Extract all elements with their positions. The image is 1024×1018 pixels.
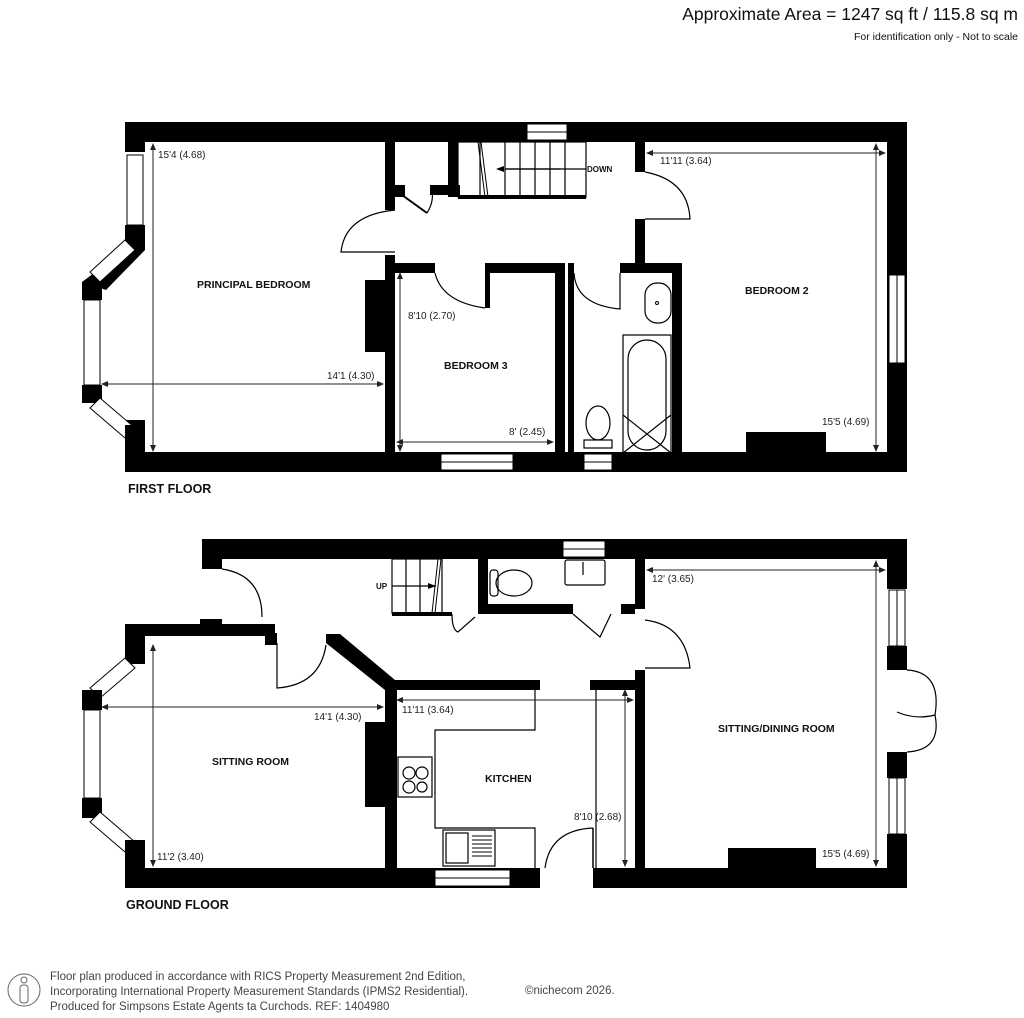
bedroom-3-label: BEDROOM 3: [444, 360, 508, 372]
copyright: ©nichecom 2026.: [525, 985, 615, 997]
bedroom-3-width: 8' (2.45): [509, 427, 545, 438]
footer-line-3: Produced for Simpsons Estate Agents ta C…: [50, 1001, 390, 1013]
approximate-area: Approximate Area = 1247 sq ft / 115.8 sq…: [682, 4, 1018, 24]
sitting-room-width: 14'1 (4.30): [314, 712, 362, 723]
stairs-up-label: UP: [376, 582, 388, 591]
footer-line-2: Incorporating International Property Mea…: [50, 986, 469, 998]
scale-note: For identification only - Not to scale: [854, 31, 1018, 43]
person-icon: [7, 973, 41, 1007]
kitchen-width: 11'11 (3.64): [402, 705, 454, 716]
principal-bedroom-length: 15'4 (4.68): [158, 150, 206, 161]
principal-bedroom-label: PRINCIPAL BEDROOM: [197, 279, 311, 291]
bedroom-2-length: 15'5 (4.69): [822, 417, 870, 428]
sitting-dining-length: 15'5 (4.69): [822, 849, 870, 860]
first-floor-label: FIRST FLOOR: [128, 482, 211, 496]
bedroom-2-width: 11'11 (3.64): [660, 156, 712, 167]
ground-floor-plan: UP: [82, 539, 937, 912]
sitting-dining-width: 12' (3.65): [652, 574, 694, 585]
sitting-room-label: SITTING ROOM: [212, 756, 289, 768]
ground-floor-label: GROUND FLOOR: [126, 898, 229, 912]
bedroom-3-length: 8'10 (2.70): [408, 311, 456, 322]
kitchen-length: 8'10 (2.68): [574, 812, 622, 823]
footer-text: Floor plan produced in accordance with R…: [50, 970, 468, 1015]
sitting-room-length: 11'2 (3.40): [157, 852, 204, 863]
kitchen-label: KITCHEN: [485, 773, 532, 785]
principal-bedroom-width: 14'1 (4.30): [327, 371, 375, 382]
bedroom-2-label: BEDROOM 2: [745, 285, 809, 297]
footer-line-1: Floor plan produced in accordance with R…: [50, 971, 466, 983]
first-floor-plan: DOWN: [82, 122, 907, 496]
stairs-down-label: DOWN: [587, 165, 613, 174]
sitting-dining-label: SITTING/DINING ROOM: [718, 723, 835, 735]
